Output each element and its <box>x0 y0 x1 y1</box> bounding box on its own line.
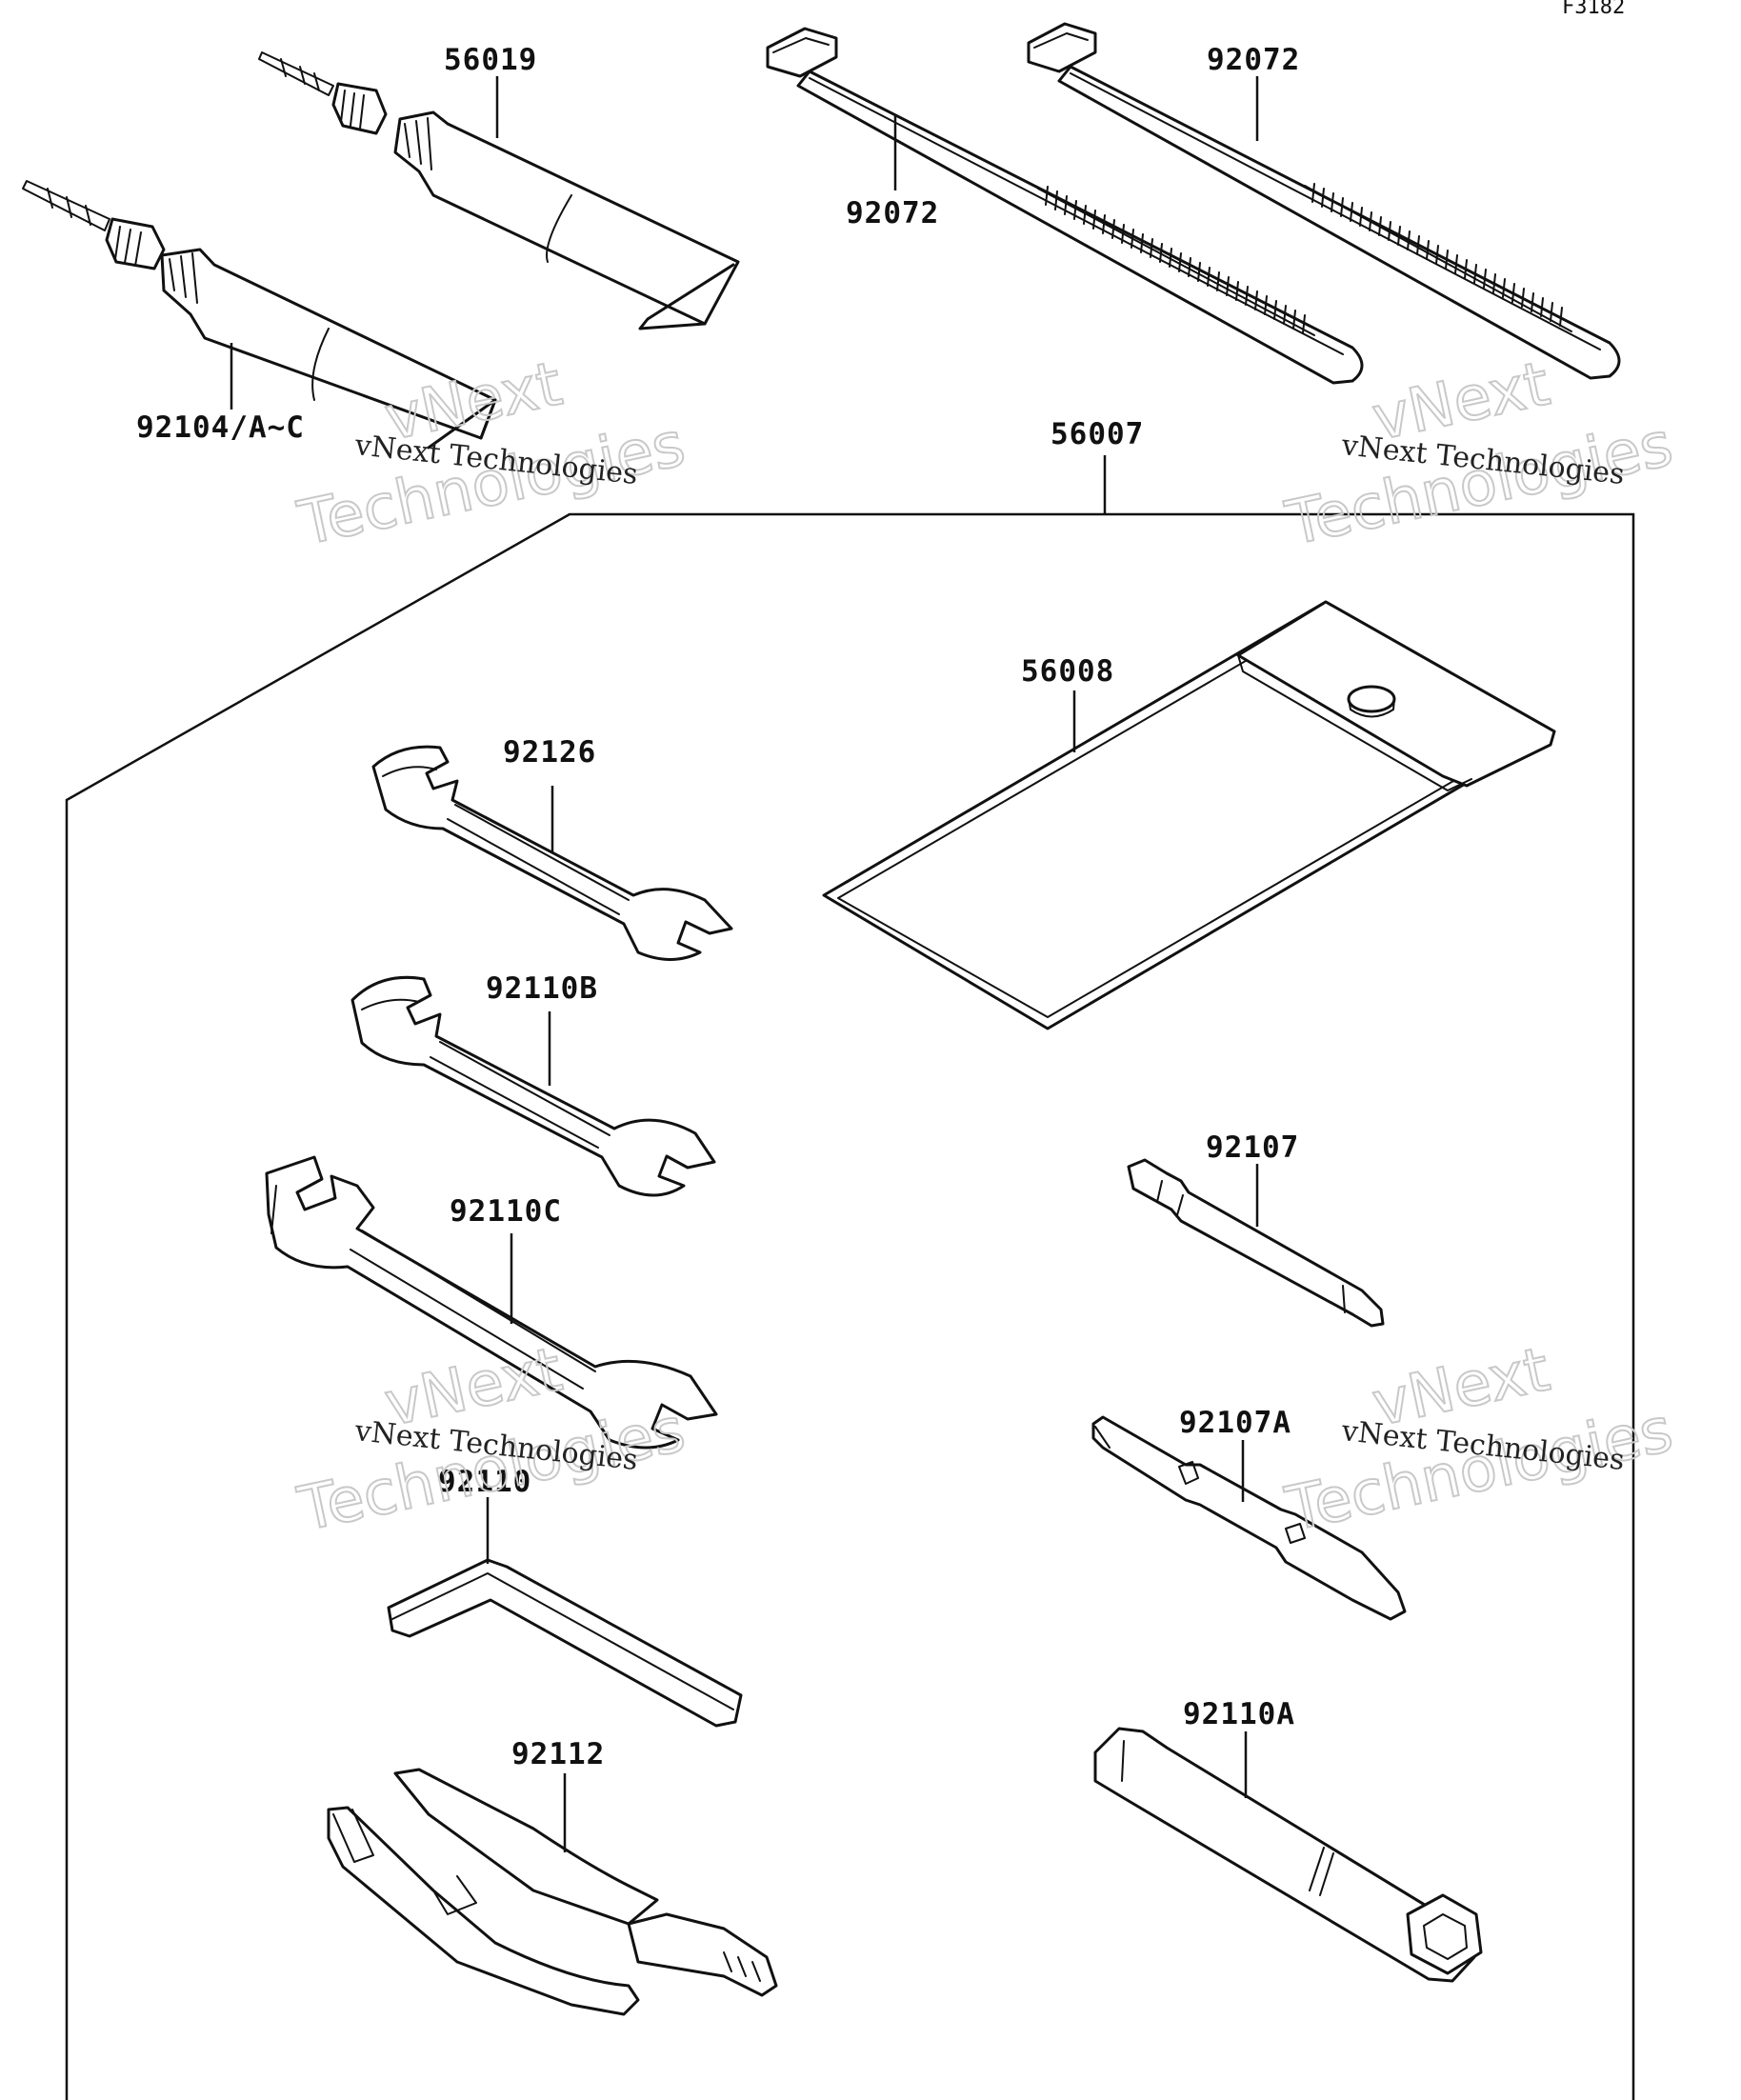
part-label-92104: 92104/A~C <box>136 410 305 445</box>
screwdriver-92107a <box>1091 1415 1407 1621</box>
grease-tube-large <box>22 180 497 450</box>
diagram-code: F3182 <box>1562 0 1625 19</box>
part-label-92107: 92107 <box>1206 1130 1299 1165</box>
part-label-92072-left: 92072 <box>846 196 939 230</box>
part-label-92107a: 92107A <box>1179 1406 1291 1440</box>
part-label-92110b: 92110B <box>486 971 598 1006</box>
grease-tube-small <box>258 51 740 330</box>
tool-bag <box>822 600 1556 1030</box>
watermark-top-left: vNext Technologies vNext Technologies <box>291 348 692 560</box>
wrench-92110b <box>350 975 716 1197</box>
pliers-92112 <box>327 1768 778 2016</box>
part-label-92110: 92110 <box>438 1465 531 1499</box>
cable-tie-left <box>766 27 1364 385</box>
part-label-92126: 92126 <box>503 735 596 770</box>
part-label-56008: 56008 <box>1021 654 1114 689</box>
tool-kit-outline <box>65 512 1635 2100</box>
screwdriver-bit-92107 <box>1127 1158 1385 1328</box>
part-label-92110a: 92110A <box>1183 1697 1295 1731</box>
part-label-92072-right: 92072 <box>1207 43 1300 77</box>
cable-tie-right <box>1027 22 1621 380</box>
box-wrench-92110a <box>1093 1727 1483 1983</box>
part-label-92112: 92112 <box>511 1737 605 1771</box>
hex-key-92110 <box>387 1558 743 1728</box>
wrench-92126 <box>371 745 733 961</box>
part-label-56019: 56019 <box>444 43 537 77</box>
part-label-92110c: 92110C <box>450 1194 562 1229</box>
wrench-92110c <box>265 1155 718 1450</box>
part-label-56007: 56007 <box>1051 417 1144 451</box>
watermark-bottom-right: vNext Technologies vNext Technologies <box>1279 1333 1680 1546</box>
